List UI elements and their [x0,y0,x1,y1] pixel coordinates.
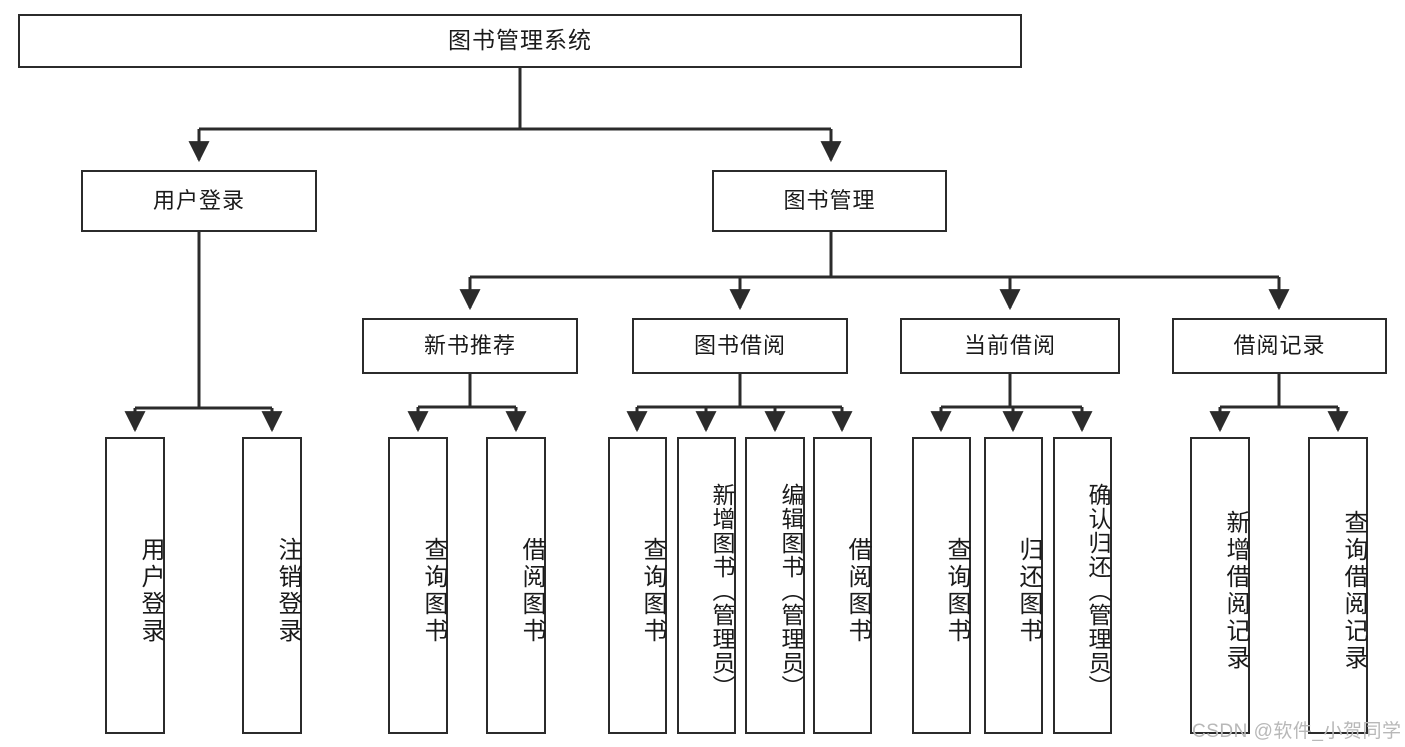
node-leaf-confirm-return-admin-label: 确认归还（管理员） [1085,482,1111,699]
node-leaf-query-book-borrow[interactable]: 查询图书 [608,437,667,734]
node-leaf-borrow-book-rec-label: 借阅图书 [518,536,545,645]
node-new-book-recommend[interactable]: 新书推荐 [362,318,578,374]
node-leaf-borrow-book[interactable]: 借阅图书 [813,437,872,734]
node-root-label: 图书管理系统 [448,27,592,54]
node-book-management[interactable]: 图书管理 [712,170,947,232]
csdn-watermark: CSDN @软件_小贺同学 [1192,716,1401,743]
node-leaf-add-book-admin[interactable]: 新增图书（管理员） [677,437,736,734]
node-leaf-query-book-borrow-label: 查询图书 [639,536,666,645]
node-leaf-return-book-label: 归还图书 [1015,536,1042,645]
node-leaf-query-book-rec[interactable]: 查询图书 [388,437,448,734]
node-current-borrow[interactable]: 当前借阅 [900,318,1120,374]
node-leaf-query-book-current[interactable]: 查询图书 [912,437,971,734]
node-leaf-query-borrow-record[interactable]: 查询借阅记录 [1308,437,1368,734]
node-leaf-borrow-book-label: 借阅图书 [844,536,871,645]
node-leaf-logout-login[interactable]: 注销登录 [242,437,302,734]
node-new-book-recommend-label: 新书推荐 [423,332,516,358]
node-leaf-add-borrow-record-label: 新增借阅记录 [1222,509,1249,672]
node-leaf-query-borrow-record-label: 查询借阅记录 [1340,509,1367,672]
node-leaf-return-book[interactable]: 归还图书 [984,437,1043,734]
node-leaf-query-book-current-label: 查询图书 [943,536,970,645]
node-root-system[interactable]: 图书管理系统 [18,14,1022,68]
node-current-borrow-label: 当前借阅 [963,332,1056,358]
node-book-borrow[interactable]: 图书借阅 [632,318,848,374]
node-leaf-user-login[interactable]: 用户登录 [105,437,165,734]
node-leaf-borrow-book-rec[interactable]: 借阅图书 [486,437,546,734]
node-user-login[interactable]: 用户登录 [81,170,317,232]
node-borrow-record-label: 借阅记录 [1233,332,1326,358]
node-borrow-record[interactable]: 借阅记录 [1172,318,1387,374]
node-leaf-edit-book-admin-label: 编辑图书（管理员） [778,482,804,699]
node-user-login-label: 用户登录 [152,187,245,213]
node-leaf-logout-login-label: 注销登录 [274,536,301,645]
node-leaf-add-book-admin-label: 新增图书（管理员） [709,482,735,699]
node-book-management-label: 图书管理 [783,187,876,213]
node-leaf-add-borrow-record[interactable]: 新增借阅记录 [1190,437,1250,734]
node-leaf-user-login-label: 用户登录 [137,536,164,645]
node-leaf-confirm-return-admin[interactable]: 确认归还（管理员） [1053,437,1112,734]
node-book-borrow-label: 图书借阅 [693,332,786,358]
node-leaf-edit-book-admin[interactable]: 编辑图书（管理员） [745,437,805,734]
csdn-watermark-text: CSDN @软件_小贺同学 [1192,721,1402,742]
node-leaf-query-book-rec-label: 查询图书 [420,536,447,645]
